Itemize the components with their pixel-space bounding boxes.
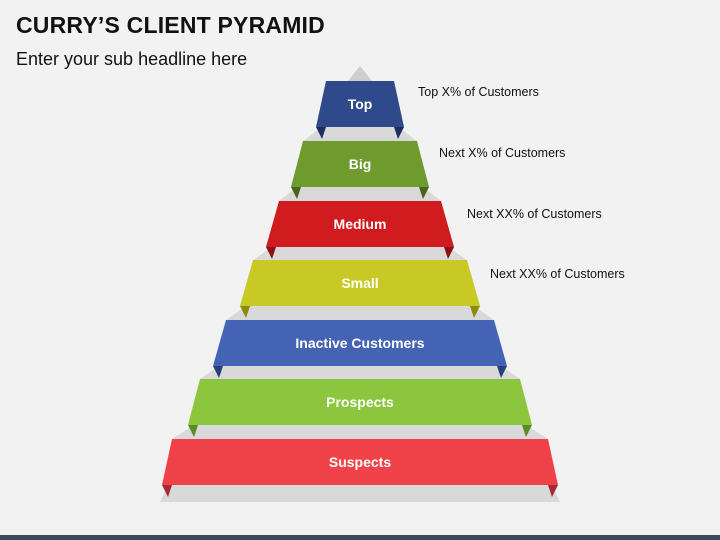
pyramid-label-small: Small [341,275,378,291]
pyramid-label-medium: Medium [334,216,387,232]
pyramid-step-6 [160,485,560,502]
footer-bar [0,535,720,540]
pyramid-band-suspects [162,439,558,485]
pyramid-step-3 [226,306,494,320]
pyramid-step-1 [279,187,441,201]
level-note-big: Next X% of Customers [439,146,566,160]
pyramid-step-5 [172,425,548,439]
pyramid-label-big: Big [349,156,372,172]
band-fold-left-3 [240,306,250,318]
band-fold-right-5 [522,425,532,437]
pyramid-step-0 [303,127,417,141]
pyramid-label-top: Top [348,96,373,112]
pyramid-apex [348,66,372,81]
band-fold-right-1 [419,187,429,199]
band-fold-left-6 [162,485,172,497]
band-fold-left-2 [266,247,276,259]
band-fold-left-5 [188,425,198,437]
pyramid-steps [160,66,560,502]
page-subtitle: Enter your sub headline here [16,49,248,69]
pyramid-band-small [240,260,480,306]
band-fold-left-1 [291,187,301,199]
pyramid-band-big [291,141,429,187]
pyramid-band-prospects [188,379,532,425]
pyramid-label-inactive-customers: Inactive Customers [295,335,424,351]
level-note-medium: Next XX% of Customers [467,207,602,221]
pyramid-label-prospects: Prospects [326,394,394,410]
pyramid-band-medium [266,201,454,247]
pyramid-band-inactive-customers [213,320,507,366]
pyramid-band-top [316,81,404,127]
band-fold-left-4 [213,366,223,378]
pyramid-label-suspects: Suspects [329,454,391,470]
level-note-small: Next XX% of Customers [490,267,625,281]
band-fold-right-6 [548,485,558,497]
level-note-top: Top X% of Customers [418,85,539,99]
pyramid-step-2 [253,247,467,260]
band-fold-left-0 [316,127,326,139]
band-fold-right-2 [444,247,454,259]
pyramid-step-4 [200,366,520,379]
page-title: CURRY’S CLIENT PYRAMID [16,12,325,38]
band-fold-right-4 [497,366,507,378]
band-fold-right-3 [470,306,480,318]
band-fold-right-0 [394,127,404,139]
